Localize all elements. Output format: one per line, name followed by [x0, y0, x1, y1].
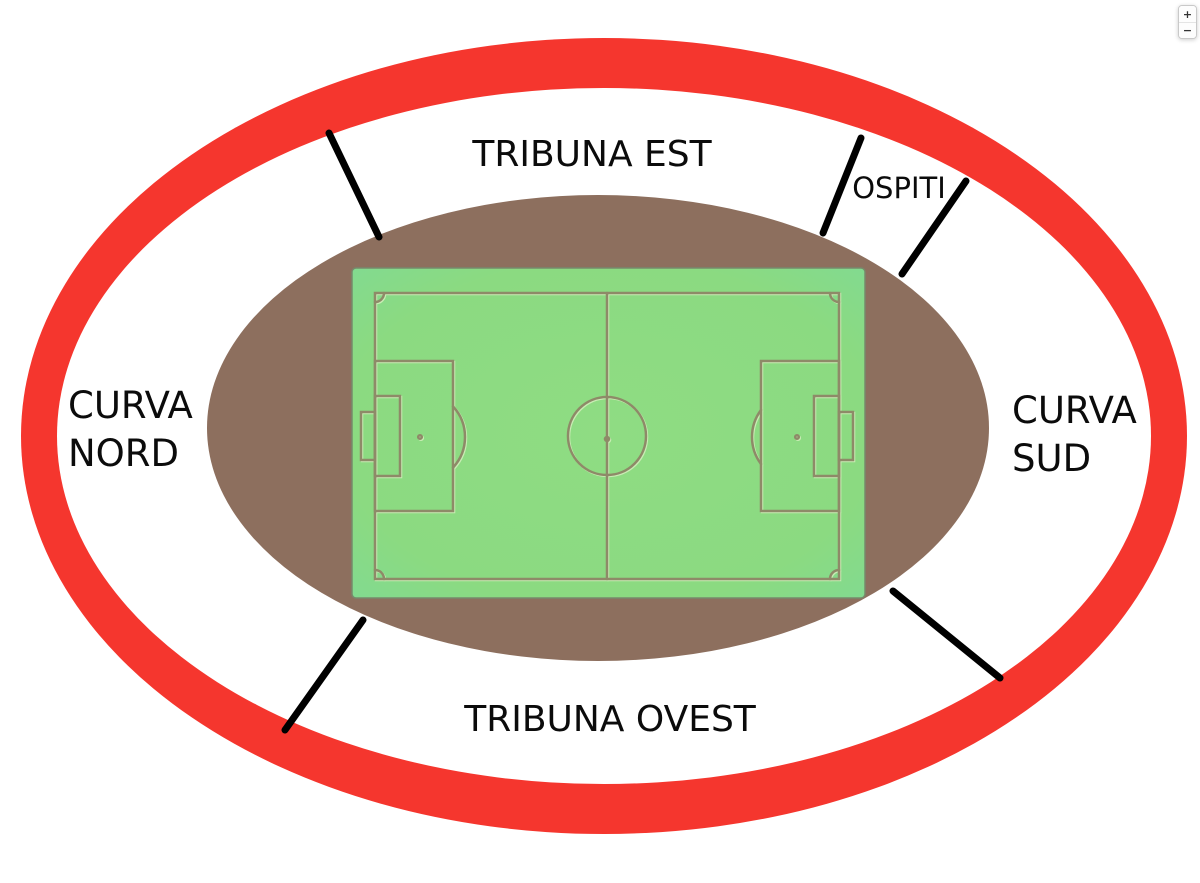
- divider-nord-ovest: [281, 616, 367, 734]
- section-dividers: [281, 129, 1004, 734]
- section-label-ospiti: OSPITI: [852, 171, 946, 205]
- divider-nord-est: [325, 129, 383, 241]
- football-pitch: [351, 267, 866, 599]
- zoom-out-button[interactable]: −: [1179, 22, 1196, 38]
- section-label-curva-sud: CURVA SUD: [1012, 389, 1137, 480]
- curva-sud-line1: CURVA: [1012, 389, 1137, 432]
- section-label-tribuna-est: TRIBUNA EST: [471, 134, 712, 175]
- curva-nord-line2: NORD: [68, 432, 179, 475]
- curva-sud-line2: SUD: [1012, 437, 1091, 480]
- divider-ospiti-sud: [898, 177, 970, 278]
- divider-est-ospiti: [819, 134, 865, 237]
- curva-nord-line1: CURVA: [68, 384, 193, 427]
- section-label-curva-nord: CURVA NORD: [68, 384, 193, 475]
- section-label-tribuna-ovest: TRIBUNA OVEST: [463, 699, 757, 740]
- divider-ovest-sud: [889, 587, 1004, 682]
- map-zoom-control: + −: [1178, 5, 1197, 39]
- zoom-in-button[interactable]: +: [1179, 6, 1196, 22]
